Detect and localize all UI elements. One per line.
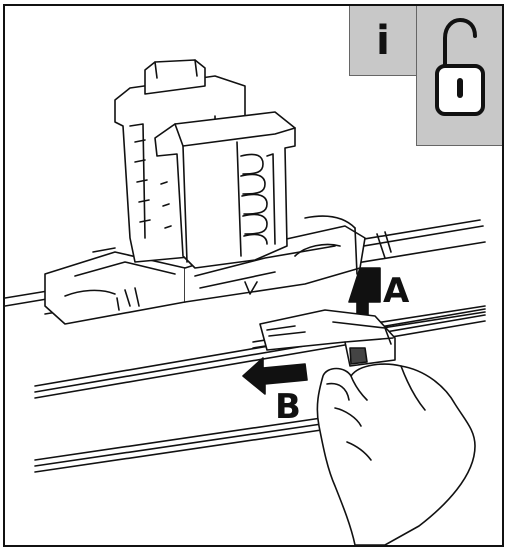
instruction-figure: i A B bbox=[3, 4, 504, 547]
filter-removal-illustration bbox=[5, 59, 486, 545]
wire-details bbox=[92, 215, 392, 275]
unlocked-padlock-icon bbox=[435, 18, 485, 116]
latch-handle bbox=[259, 309, 396, 367]
info-badge: i bbox=[349, 6, 416, 76]
hand bbox=[316, 363, 476, 545]
callout-label-b: B bbox=[275, 387, 301, 427]
info-icon: i bbox=[376, 17, 390, 64]
unlock-badge bbox=[416, 6, 502, 146]
tray-base bbox=[44, 225, 366, 325]
arrow-b bbox=[242, 357, 308, 395]
filter-housing-front bbox=[154, 111, 296, 269]
callout-label-a: A bbox=[383, 271, 410, 311]
